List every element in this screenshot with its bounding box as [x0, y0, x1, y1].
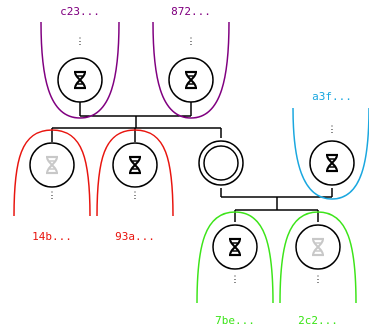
lineage-curve-7be: [196, 211, 274, 304]
ellipsis-14b: ⋮: [48, 191, 57, 201]
lineage-curve-93a: [96, 129, 174, 217]
dna-hourglass-icon: [46, 155, 58, 175]
node-14b[interactable]: [29, 142, 75, 188]
lineage-curve-a3f: [292, 107, 369, 200]
label-2c2: 2c2...: [298, 314, 338, 327]
lineage-curve-2c2: [279, 211, 357, 304]
label-c23: c23...: [60, 5, 100, 18]
label-7be: 7be...: [215, 314, 255, 327]
node-center[interactable]: [198, 140, 244, 186]
node-872[interactable]: [168, 57, 214, 103]
label-14b: 14b...: [32, 230, 72, 243]
dna-hourglass-icon: [74, 70, 86, 90]
ellipsis-markers: ⋮ ⋮ ⋮ ⋮ ⋮ ⋮ ⋮: [48, 37, 337, 285]
dna-hourglass-icon: [229, 237, 241, 257]
dna-hourglass-icon: [312, 237, 324, 257]
label-872: 872...: [171, 5, 211, 18]
ellipsis-a3f: ⋮: [328, 125, 337, 135]
lineage-curves: [13, 21, 369, 304]
node-2c2[interactable]: [295, 224, 341, 270]
ellipsis-7be: ⋮: [231, 275, 240, 285]
ellipsis-93a: ⋮: [131, 191, 140, 201]
node-a3f[interactable]: [309, 140, 355, 186]
hash-labels: c23... 872... 14b... 93a... a3f... 7be..…: [32, 5, 352, 327]
label-93a: 93a...: [115, 230, 155, 243]
node-circle: [198, 140, 244, 186]
ellipsis-c23: ⋮: [76, 37, 85, 47]
dna-hourglass-icon: [326, 153, 338, 173]
double-ring-icon: [203, 145, 239, 181]
ellipsis-2c2: ⋮: [314, 275, 323, 285]
ellipsis-872: ⋮: [187, 37, 196, 47]
nodes-layer: [29, 57, 355, 270]
node-c23[interactable]: [57, 57, 103, 103]
node-7be[interactable]: [212, 224, 258, 270]
dna-hourglass-icon: [185, 70, 197, 90]
lineage-curve-c23: [40, 21, 120, 119]
node-93a[interactable]: [112, 142, 158, 188]
lineage-curve-14b: [13, 129, 91, 217]
lineage-curve-872: [152, 21, 230, 119]
label-a3f: a3f...: [312, 90, 352, 103]
dna-hourglass-icon: [129, 155, 141, 175]
